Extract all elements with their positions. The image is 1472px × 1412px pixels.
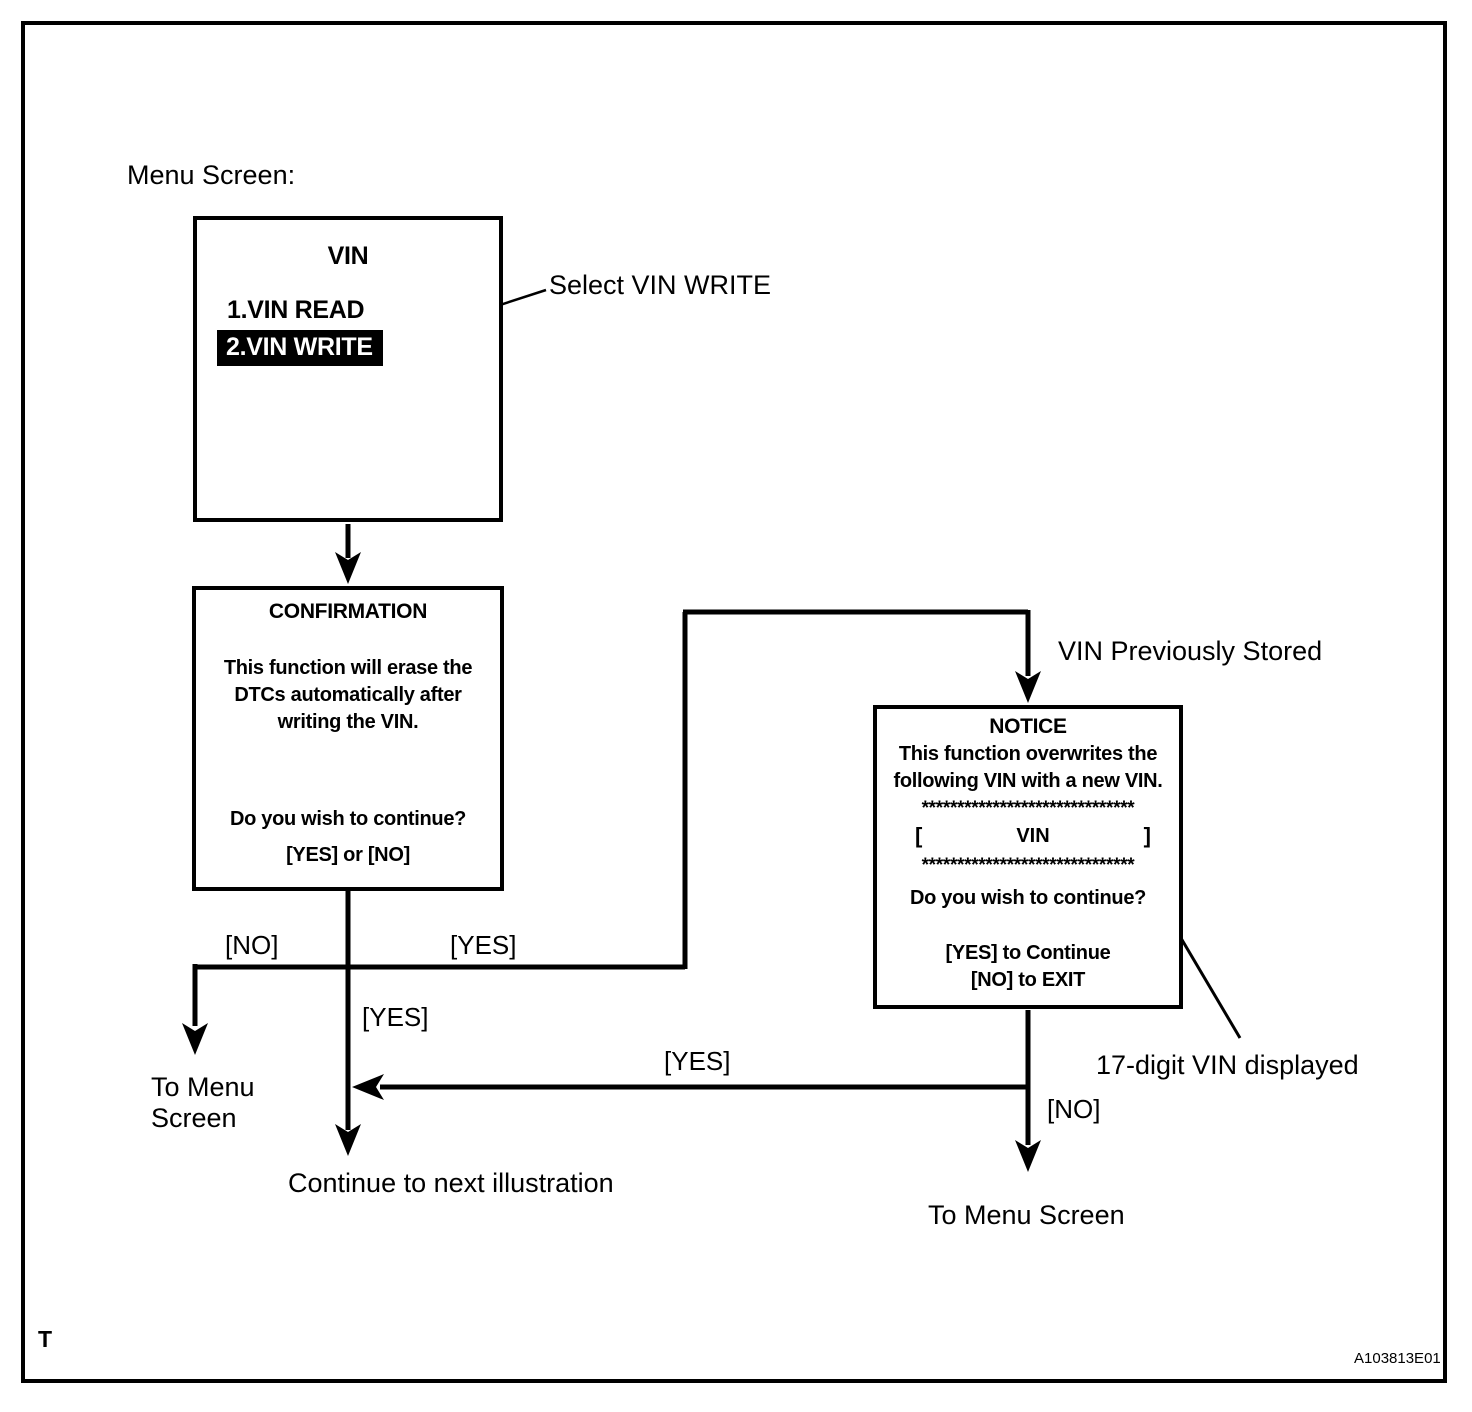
- vin-field-value: VIN: [1016, 825, 1050, 847]
- to-menu-left-line1: To Menu: [151, 1072, 255, 1102]
- notice-option-yes: [YES] to Continue: [945, 942, 1111, 964]
- notice-option-no: [NO] to EXIT: [970, 969, 1086, 991]
- vin-previously-stored-label: VIN Previously Stored: [1058, 636, 1323, 666]
- select-vin-write-label: Select VIN WRITE: [549, 270, 772, 300]
- to-menu-left-line2: Screen: [151, 1103, 237, 1133]
- notice-screen-box: NOTICE This function overwrites the foll…: [873, 705, 1183, 1009]
- confirmation-title: CONFIRMATION: [268, 600, 428, 623]
- notice-body-line1: This function overwrites the: [898, 743, 1158, 765]
- menu-item-vin-write-selected: 2.VIN WRITE: [217, 330, 383, 366]
- notice-title: NOTICE: [989, 715, 1067, 738]
- branch-label-yes-right: [YES]: [450, 930, 517, 960]
- notice-asterisk-row-bottom: ******************************: [921, 855, 1135, 876]
- vin-menu-title: VIN: [327, 242, 369, 270]
- notice-body-line2: following VIN with a new VIN.: [893, 770, 1163, 792]
- menu-item-vin-read: 1.VIN READ: [227, 296, 365, 324]
- confirmation-screen-box: CONFIRMATION This function will erase th…: [192, 586, 504, 891]
- confirmation-body-line1: This function will erase the: [223, 657, 473, 679]
- branch-label-yes-return: [YES]: [664, 1046, 731, 1076]
- figure-code: A103813E01: [1354, 1350, 1441, 1367]
- arrowhead-into-notice: [1015, 671, 1041, 703]
- confirmation-options: [YES] or [NO]: [286, 844, 410, 866]
- vin-menu-screen-box: VIN 1.VIN READ 2.VIN WRITE: [193, 216, 503, 522]
- vin-field-close-bracket: ]: [1143, 823, 1151, 848]
- confirmation-question: Do you wish to continue?: [229, 808, 467, 830]
- continue-next-label: Continue to next illustration: [288, 1168, 614, 1198]
- notice-vin-field: [ VIN ]: [877, 823, 1179, 849]
- branch-label-no-left: [NO]: [225, 930, 279, 960]
- notice-question: Do you wish to continue?: [909, 887, 1147, 909]
- arrowhead-yes-return-left: [352, 1074, 384, 1100]
- notice-asterisk-row-top: ******************************: [921, 798, 1135, 819]
- confirmation-body-line3: writing the VIN.: [277, 711, 419, 733]
- arrowhead-into-confirmation: [335, 552, 361, 584]
- branch-label-no-right: [NO]: [1047, 1094, 1101, 1124]
- page-border: [21, 21, 1447, 1383]
- vin-displayed-label: 17-digit VIN displayed: [1096, 1050, 1359, 1080]
- confirmation-body-line2: DTCs automatically after: [234, 684, 462, 706]
- arrowhead-no-to-menu-right: [1015, 1140, 1041, 1172]
- to-menu-screen-right-label: To Menu Screen: [928, 1200, 1125, 1230]
- arrowhead-continue-next: [335, 1124, 361, 1156]
- vin-field-open-bracket: [: [915, 823, 923, 848]
- arrowhead-no-to-menu-left: [182, 1023, 208, 1055]
- branch-label-yes-down: [YES]: [362, 1002, 429, 1032]
- to-menu-screen-left-label: To Menu Screen: [151, 1072, 255, 1134]
- page-corner-mark: T: [38, 1326, 53, 1352]
- menu-screen-label: Menu Screen:: [127, 160, 296, 190]
